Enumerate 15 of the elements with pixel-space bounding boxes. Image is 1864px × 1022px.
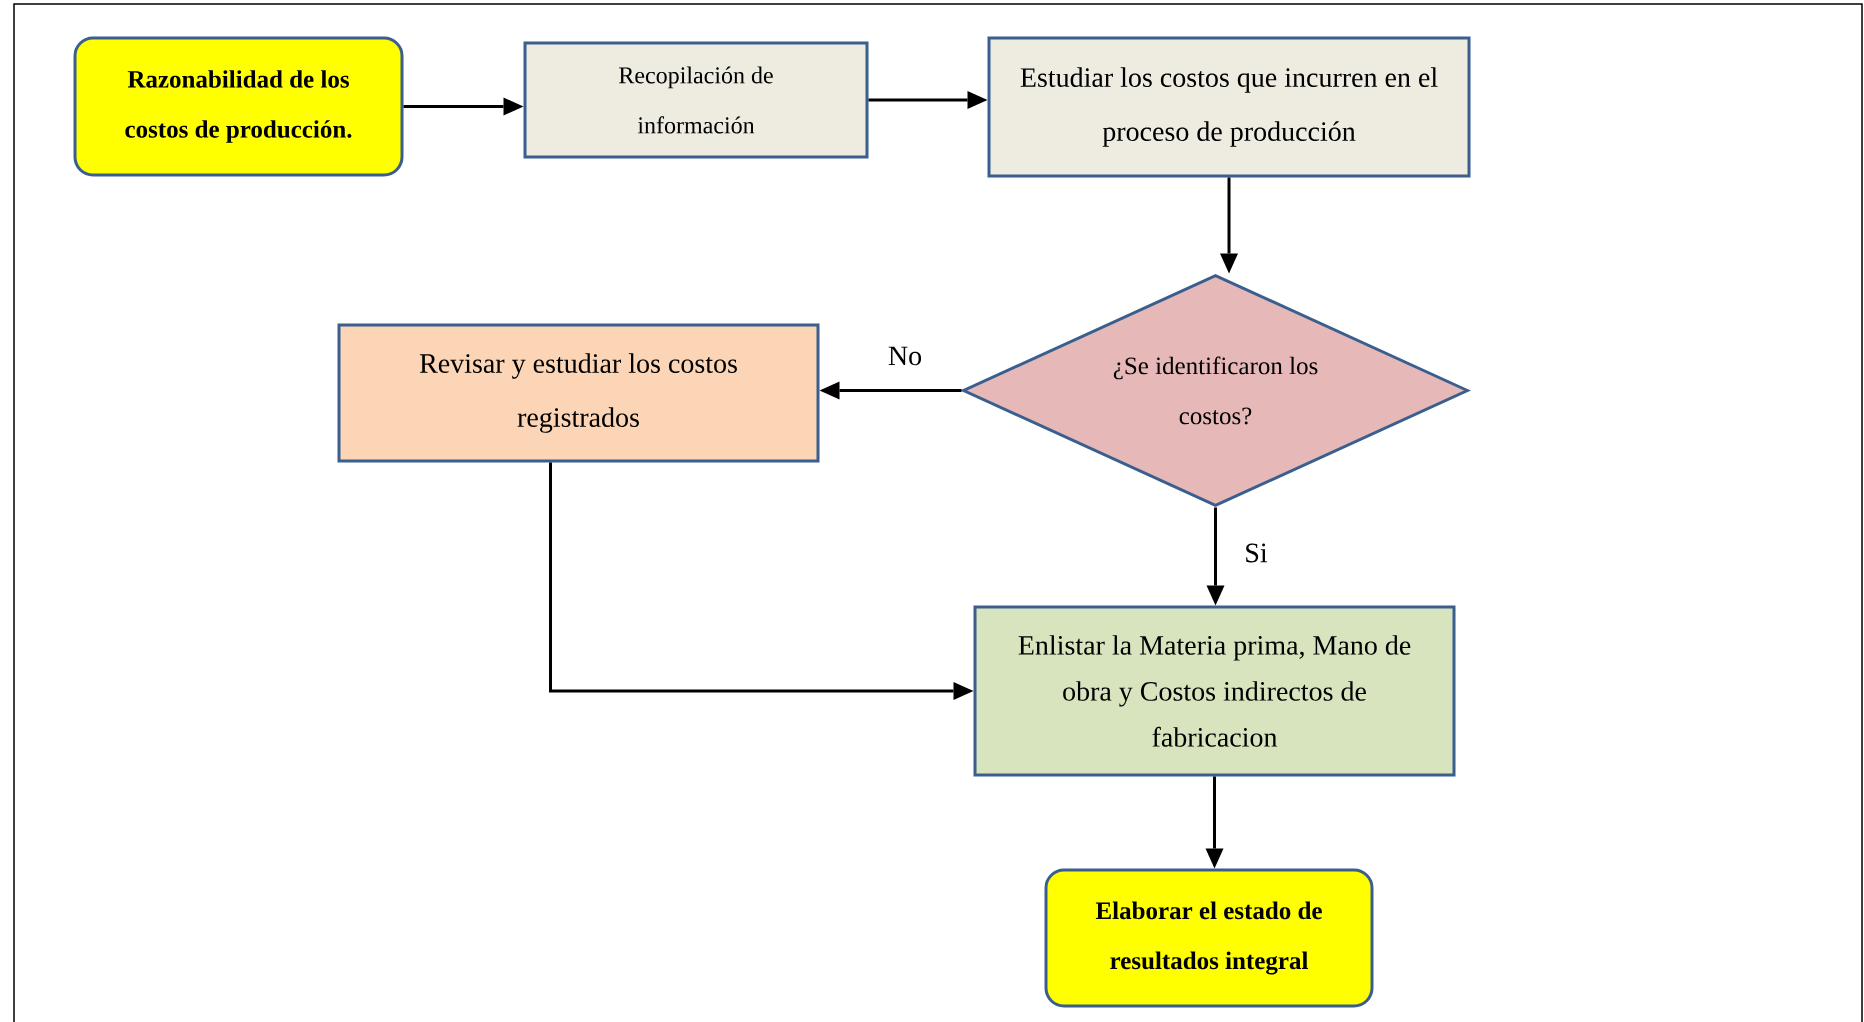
arrow [1220,177,1238,274]
process-box: Enlistar la Materia prima, Mano de obra y Costos indirectos de fabricacion [973,605,1456,777]
arrow [403,97,524,116]
edge-label: Si [1242,541,1270,565]
arrow [1205,776,1224,869]
process-box: Revisar y estudiar los costos registrados [337,323,820,463]
arrow [1206,507,1225,606]
edge-label: No [885,344,925,368]
terminal-box: Razonabilidad de los costos de producción. [73,36,404,177]
arrow [868,91,988,109]
arrow [819,381,962,400]
process-box: Estudiar los costos que incurren en el proceso de producción [987,36,1471,178]
terminal-box: Elaborar el estado de resultados integral [1044,868,1374,1008]
process-box: Recopilación de información [523,41,869,159]
arrow [549,462,974,700]
